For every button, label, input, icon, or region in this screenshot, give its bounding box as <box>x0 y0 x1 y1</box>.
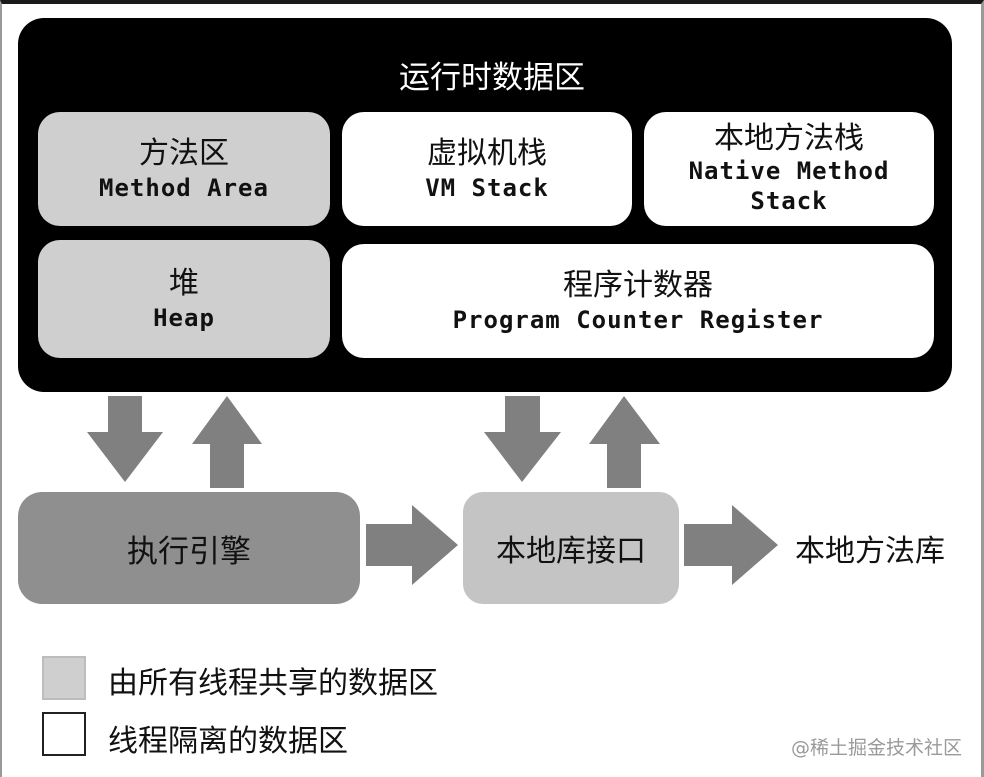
watermark: @稀土掘金技术社区 <box>790 737 962 759</box>
heap-box: 堆 Heap <box>38 240 330 358</box>
execution-engine-box: 执行引擎 <box>18 492 360 604</box>
vm-stack-box: 虚拟机栈 VM Stack <box>342 112 632 226</box>
program-counter-en: Program Counter Register <box>452 306 824 334</box>
arrow-down-native-interface <box>484 396 561 482</box>
arrow-right-engine-to-interface <box>366 505 458 585</box>
legend-isolated-label: 线程隔离的数据区 <box>108 724 348 759</box>
legend-isolated-swatch <box>42 712 86 756</box>
native-method-stack-zh: 本地方法栈 <box>714 121 864 156</box>
method-area-box: 方法区 Method Area <box>38 112 330 226</box>
native-interface-box: 本地库接口 <box>463 492 679 604</box>
runtime-data-area-title: 运行时数据区 <box>399 60 585 96</box>
method-area-zh: 方法区 <box>139 136 229 171</box>
legend-shared-label: 由所有线程共享的数据区 <box>108 666 438 701</box>
heap-en: Heap <box>153 304 215 332</box>
arrow-up-native-interface <box>589 396 660 488</box>
vm-stack-zh: 虚拟机栈 <box>427 136 547 171</box>
method-area-en: Method Area <box>99 174 269 202</box>
heap-zh: 堆 <box>169 266 199 301</box>
native-library-label: 本地方法库 <box>795 534 945 569</box>
legend-shared-swatch <box>42 656 86 700</box>
program-counter-zh: 程序计数器 <box>563 268 713 303</box>
arrow-down-engine <box>87 396 163 482</box>
arrow-right-interface-to-library <box>684 505 778 585</box>
arrow-up-engine <box>192 396 262 488</box>
native-method-stack-en-line1: Native Method <box>688 157 890 185</box>
native-method-stack-box: 本地方法栈 Native Method Stack <box>644 112 934 226</box>
program-counter-box: 程序计数器 Program Counter Register <box>342 244 934 358</box>
native-method-stack-en-line2: Stack <box>750 187 828 215</box>
vm-stack-en: VM Stack <box>425 174 549 202</box>
